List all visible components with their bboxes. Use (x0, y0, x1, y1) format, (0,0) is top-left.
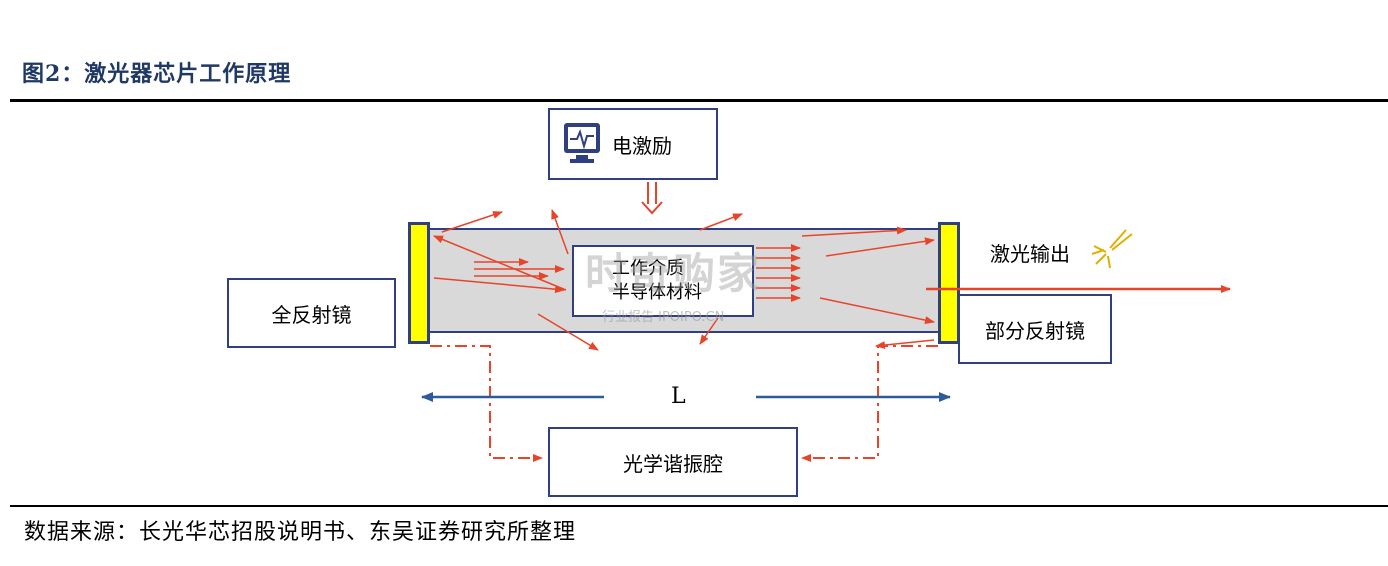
full-mirror-label-box: 全反射镜 (227, 278, 396, 348)
scatter-arrow (801, 226, 907, 237)
excitation-double-arrow (641, 182, 663, 215)
scatter-arrow (537, 313, 599, 351)
top-rule (10, 99, 1388, 102)
cavity-length-label: L (671, 384, 686, 409)
resonator-path-right (801, 345, 938, 462)
resonator-path-left (430, 345, 543, 462)
excitation-label: 电激励 (612, 133, 672, 158)
gain-medium-box: 工作介质 半导体材料 (572, 245, 754, 317)
scatter-arrow (433, 277, 565, 294)
figure-title: 图2：激光器芯片工作原理 (22, 61, 292, 87)
scatter-arrow (433, 235, 567, 291)
figure-source: 数据来源：长光华芯招股说明书、东吴证券研究所整理 (24, 520, 577, 545)
partial-mirror-label: 部分反射镜 (985, 318, 1085, 343)
optical-resonator-box: 光学谐振腔 (548, 427, 798, 497)
watermark-sub: 行业报告 IPOIPO.CN (602, 310, 725, 325)
scatter-arrow (825, 237, 935, 257)
scatter-arrow (699, 317, 719, 345)
full-mirror-label: 全反射镜 (271, 302, 352, 327)
medium-line-1: 工作介质 (612, 258, 684, 279)
scatter-arrow (441, 211, 503, 233)
optical-resonator-label: 光学谐振腔 (623, 451, 723, 476)
laser-spark-icon (1091, 229, 1133, 269)
full-reflect-mirror (408, 222, 430, 344)
watermark: 时奇购家 (585, 249, 762, 298)
scatter-arrow (699, 213, 743, 231)
monitor-pulse-icon (564, 123, 600, 163)
partial-reflect-mirror (938, 222, 960, 344)
laser-output-label: 激光输出 (990, 242, 1070, 266)
bottom-rule (10, 505, 1388, 507)
scatter-arrow (551, 209, 569, 255)
medium-line-2: 半导体材料 (612, 282, 702, 303)
partial-mirror-label-box: 部分反射镜 (958, 294, 1112, 364)
scatter-arrow (819, 297, 935, 325)
